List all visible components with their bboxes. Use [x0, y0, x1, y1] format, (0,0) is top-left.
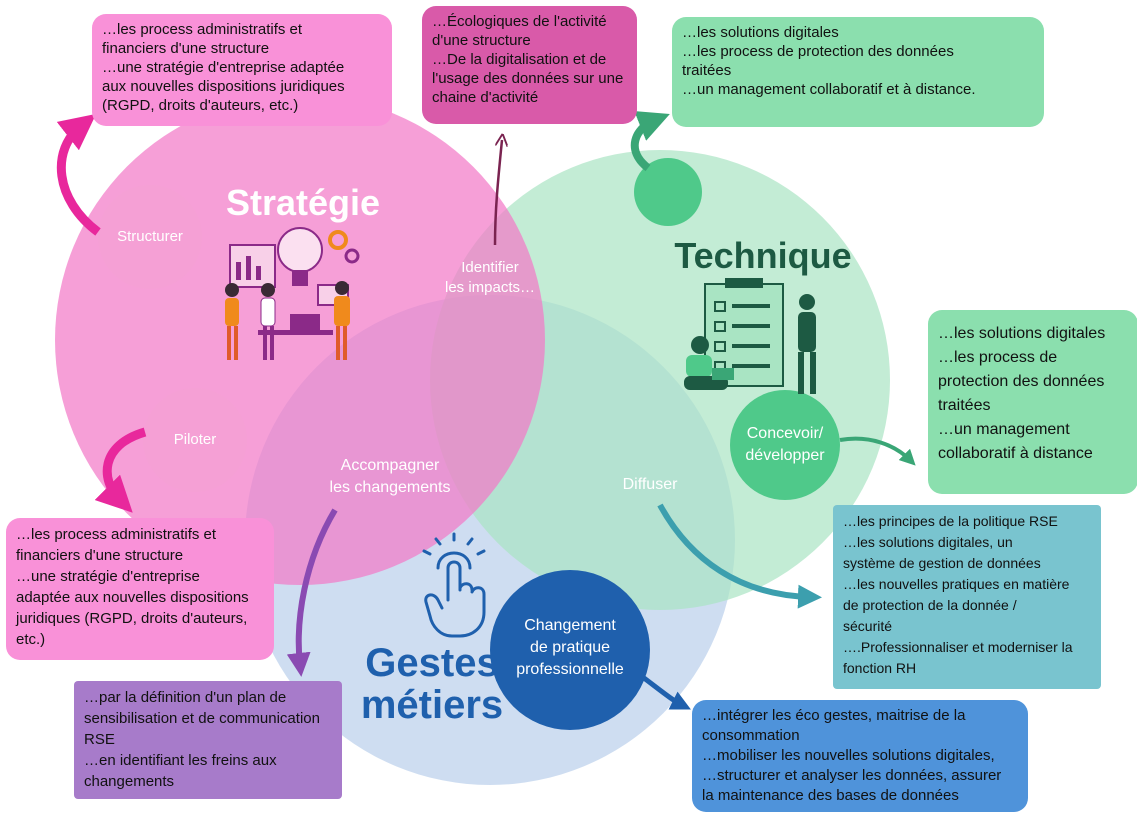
arrow-identifier — [493, 140, 502, 246]
strategie-illustration — [225, 227, 360, 360]
arrow-changement — [638, 673, 691, 710]
strategie-title: Stratégie — [226, 182, 380, 223]
gestes-title-line2: métiers — [361, 683, 503, 727]
arrow-piloter — [94, 427, 147, 513]
concevoir-label: Concevoir/développer — [745, 425, 825, 464]
gestes-title-line1: Gestes — [365, 641, 498, 685]
technique-illustration — [684, 278, 816, 394]
arrow-concevoir — [839, 436, 916, 466]
tap-hand-icon — [422, 532, 486, 638]
arrow-accompagner — [286, 508, 338, 677]
piloter-label: Piloter — [173, 431, 217, 448]
arrow-technique — [630, 111, 670, 172]
arrow-diffuser — [657, 503, 822, 609]
changement-circle — [490, 570, 650, 730]
diffuser-label: Diffuser — [622, 476, 678, 493]
arrow-structurer — [56, 113, 101, 236]
concevoir-circle — [730, 390, 840, 500]
box-right-teal: …les principes de la politique RSE…les s… — [833, 505, 1101, 689]
structurer-circle — [98, 185, 202, 289]
box-top-right: …les solutions digitales…les process de … — [672, 17, 1044, 127]
strategie-circle — [55, 95, 545, 585]
technique-small-circle — [634, 158, 702, 226]
structurer-label: Structurer — [117, 228, 183, 245]
box-bottom-blue: …intégrer les éco gestes, maitrise de la… — [692, 700, 1028, 812]
piloter-circle — [143, 388, 247, 492]
technique-title: Technique — [674, 235, 851, 276]
